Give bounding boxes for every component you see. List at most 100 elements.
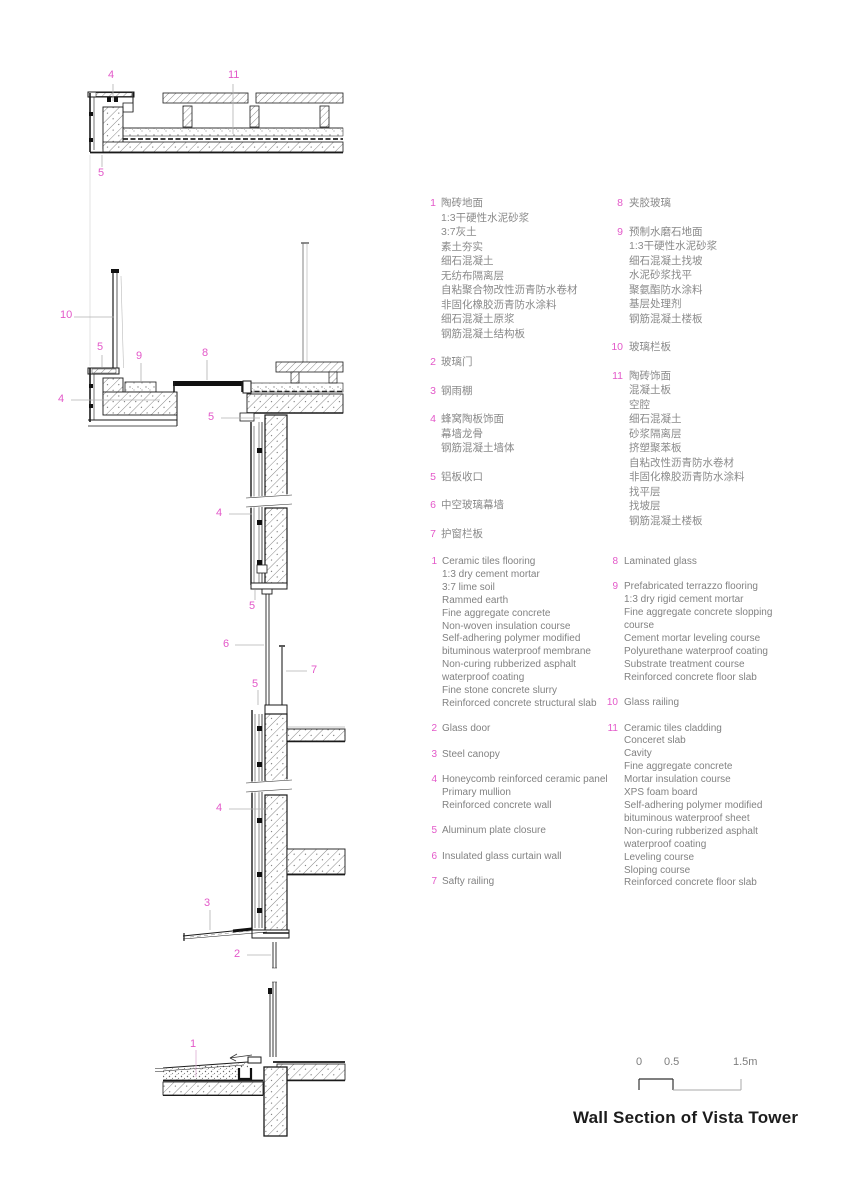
- callout-number: 5: [249, 600, 256, 612]
- callout-number: 4: [216, 507, 223, 519]
- legend-item-number: 7: [430, 527, 436, 540]
- legend-item: 4 蜂窝陶板饰面幕墙龙骨钢筋混凝土墙体: [427, 412, 578, 456]
- legend-item-lines: 玻璃门: [441, 356, 473, 368]
- legend-item-lines: 玻璃栏板: [629, 341, 671, 353]
- legend-item: 8 Laminated glass: [605, 556, 772, 569]
- legend-item-number: 4: [430, 413, 436, 425]
- legend-item: 11 陶砖饰面混凝土板空腔细石混凝土砂浆隔离层挤塑聚苯板自粘改性沥青防水卷材非固化…: [610, 369, 745, 529]
- legend-item-number: 11: [612, 369, 623, 382]
- railing-cap: [111, 269, 119, 273]
- legend-item-number: 3: [431, 748, 437, 760]
- legend-item-lines: Safty railing: [442, 876, 495, 888]
- callout-number: 11: [228, 69, 240, 81]
- legend-item-lines: 陶砖饰面混凝土板空腔细石混凝土砂浆隔离层挤塑聚苯板自粘改性沥青防水卷材非固化橡胶…: [629, 369, 745, 527]
- legend-item: 6 Insulated glass curtain wall: [428, 851, 608, 864]
- legend-item: 5 铝板收口: [427, 470, 578, 485]
- callout-number: 8: [202, 347, 209, 359]
- legend-item-lines: 钢雨棚: [441, 384, 473, 397]
- legend-item-lines: 铝板收口: [441, 470, 483, 483]
- scale-tick-05: 0.5: [664, 1056, 680, 1068]
- legend-item-number: 1: [430, 197, 436, 209]
- legend-item: 2 玻璃门: [427, 355, 578, 370]
- legend-item-lines: 夹胶玻璃: [629, 197, 671, 209]
- legend-item-lines: Aluminum plate closure: [442, 825, 546, 837]
- legend-item: 7 Safty railing: [428, 876, 608, 889]
- legend-item-number: 3: [430, 384, 436, 397]
- legend-item-number: 2: [430, 356, 436, 368]
- foundation-beam: [263, 1066, 288, 1137]
- drain-channel: [237, 1068, 253, 1081]
- legend-item-number: 5: [431, 825, 437, 837]
- legend-item-lines: 中空玻璃幕墙: [441, 499, 504, 511]
- callout-number: 1: [190, 1038, 197, 1050]
- callout-number: 6: [223, 638, 230, 650]
- legend-item-number: 9: [617, 225, 623, 238]
- slope-arrow: [229, 1054, 253, 1059]
- legend-english-right: 8 Laminated glass 9 Prefabricated terrazzo …: [605, 556, 773, 903]
- legend-item-number: 5: [430, 470, 436, 483]
- legend-item-number: 8: [612, 556, 618, 567]
- callout-number: 7: [311, 664, 318, 676]
- legend-item-lines: Steel canopy: [442, 748, 500, 760]
- scale-tick-15: 1.5m: [733, 1056, 758, 1068]
- legend-item: 3 Steel canopy: [428, 749, 608, 762]
- lower-wall: [245, 704, 346, 939]
- steel-canopy: [182, 927, 268, 941]
- callout-number: 5: [208, 411, 215, 423]
- legend-item-number: 7: [431, 876, 437, 888]
- scale-bar: [638, 1078, 742, 1091]
- legend-item-lines: 护窗栏板: [441, 527, 483, 540]
- laminated-glass-strip: [173, 381, 243, 386]
- legend-item-number: 6: [431, 850, 437, 862]
- leader-lines: [71, 84, 307, 1077]
- drawing-title: Wall Section of Vista Tower: [573, 1108, 799, 1127]
- upper-wall: [245, 414, 293, 595]
- scale-tick-0: 0: [636, 1056, 643, 1068]
- glass-door: [268, 942, 277, 1057]
- callout-number: 5: [98, 167, 105, 179]
- legend-item-number: 11: [607, 722, 618, 734]
- legend-item-number: 1: [431, 556, 437, 567]
- legend-item-lines: Insulated glass curtain wall: [442, 850, 562, 862]
- callout-number: 3: [204, 897, 211, 909]
- legend-item: 8 夹胶玻璃: [610, 196, 745, 211]
- legend-item-number: 4: [431, 774, 437, 786]
- callout-number: 10: [60, 309, 73, 321]
- callout-number: 4: [108, 69, 115, 81]
- terrace-detail: [87, 242, 344, 427]
- callout-number: 4: [216, 802, 223, 814]
- callout-number: 5: [252, 678, 259, 690]
- callout-number: 2: [234, 948, 241, 960]
- legend-item-lines: 蜂窝陶板饰面幕墙龙骨钢筋混凝土墙体: [441, 413, 515, 454]
- legend-item-lines: Glass door: [442, 723, 491, 735]
- callout-number: 4: [58, 393, 65, 405]
- legend-item-lines: Glass railing: [624, 697, 680, 709]
- legend-item-number: 10: [611, 341, 623, 353]
- curtain-wall: [265, 594, 285, 705]
- callout-number: 9: [136, 350, 143, 362]
- callout-number: 5: [97, 341, 104, 353]
- door-sill: [247, 1056, 262, 1064]
- legend-item-number: 9: [612, 581, 618, 593]
- legend-item: 2 Glass door: [428, 723, 608, 736]
- legend-item: 3 钢雨棚: [427, 384, 578, 399]
- legend-item-number: 8: [617, 197, 623, 209]
- legend-item-number: 2: [431, 723, 437, 735]
- legend-item-lines: Laminated glass: [624, 556, 697, 567]
